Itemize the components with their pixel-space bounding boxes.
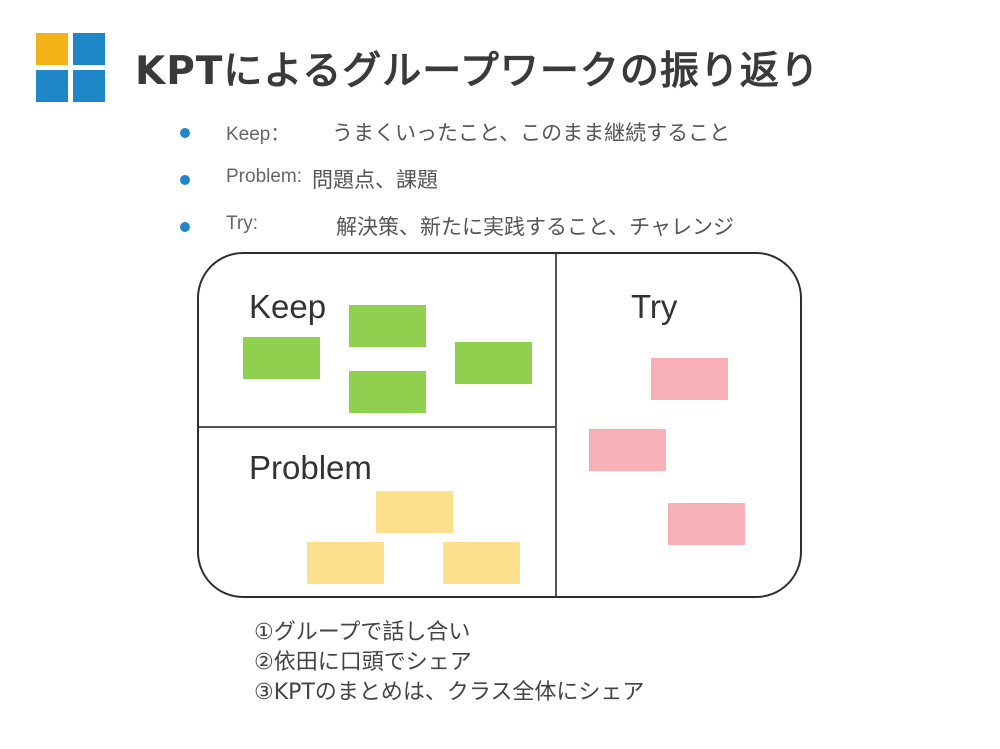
bullet-description: うまくいったこと、このまま継続すること — [332, 121, 731, 145]
keep-label: Keep — [249, 288, 327, 325]
bullet-try: Try: 解決策、新たに実践すること、チャレンジ — [180, 209, 940, 256]
bullet-list: Keep： うまくいったこと、このまま継続すること Problem: 問題点、課… — [180, 115, 940, 256]
bullet-problem: Problem: 問題点、課題 — [180, 162, 940, 209]
slide-title: KPTによるグループワークの振り返り — [135, 49, 820, 94]
step-item: ②依田に口頭でシェア — [254, 650, 472, 675]
try-sticky-note — [589, 429, 666, 471]
try-label: Try — [631, 288, 678, 325]
step-list: ①グループで話し合い ②依田に口頭でシェア ③KPTのまとめは、クラス全体にシェ… — [254, 618, 644, 708]
problem-label: Problem — [249, 449, 372, 486]
keep-sticky-note — [349, 305, 426, 347]
bullet-dot-icon — [180, 222, 190, 232]
try-sticky-note — [651, 358, 728, 400]
board-vertical-divider — [555, 254, 557, 596]
bullet-keep: Keep： うまくいったこと、このまま継続すること — [180, 115, 940, 162]
logo-square — [73, 70, 105, 102]
bullet-term: Keep： — [226, 124, 290, 145]
bullet-description: 問題点、課題 — [312, 168, 438, 192]
bullet-term: Try: — [226, 213, 259, 234]
try-sticky-note — [668, 503, 745, 545]
bullet-dot-icon — [180, 175, 190, 185]
logo-icon — [36, 33, 105, 102]
logo-square — [36, 33, 68, 65]
bullet-description: 解決策、新たに実践すること、チャレンジ — [336, 215, 734, 239]
keep-sticky-note — [455, 342, 532, 384]
step-item: ③KPTのまとめは、クラス全体にシェア — [254, 680, 645, 705]
keep-sticky-note — [243, 337, 320, 379]
kpt-board: Keep Problem Try — [197, 252, 802, 598]
problem-sticky-note — [376, 491, 453, 533]
board-horizontal-divider — [199, 426, 556, 428]
step-item: ①グループで話し合い — [254, 620, 471, 645]
logo-square — [36, 70, 68, 102]
bullet-term: Problem: — [226, 166, 303, 187]
problem-sticky-note — [307, 542, 384, 584]
keep-sticky-note — [349, 371, 426, 413]
bullet-dot-icon — [180, 128, 190, 138]
logo-square — [73, 33, 105, 65]
problem-sticky-note — [443, 542, 520, 584]
